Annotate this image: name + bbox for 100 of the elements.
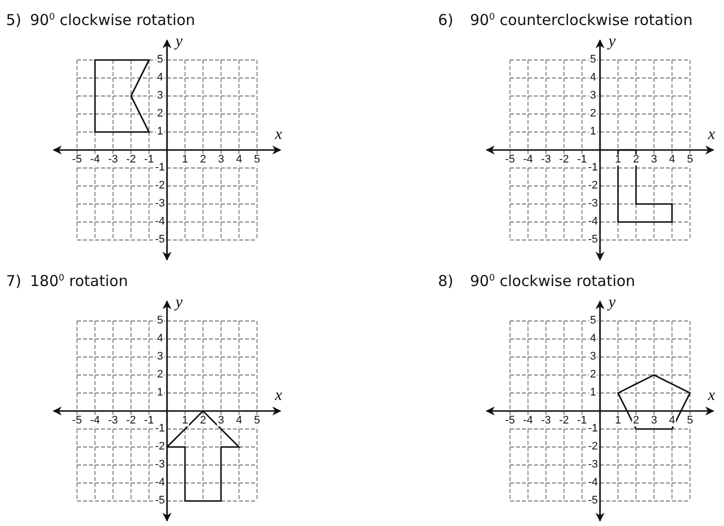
tick-label: 1 [156,388,164,398]
tick-label: -1 [576,416,588,426]
problem-number: 8) [438,274,454,289]
tick-label: -4 [154,216,166,228]
tick-label: 5 [156,54,164,66]
tick-label: 2 [156,108,164,120]
polygon-shape [94,59,150,133]
tick-label: -3 [540,416,552,426]
tick-label: 5 [252,416,262,426]
tick-label: -1 [143,416,155,426]
tick-label: -4 [587,478,599,488]
tick-label: -4 [522,154,534,166]
tick-label: 5 [156,316,164,326]
tick-label: -3 [107,416,119,426]
tick-label: -4 [587,216,599,228]
tick-label: 2 [156,370,164,380]
tick-label: -1 [576,154,588,166]
axis-label: x [275,127,282,143]
tick-label: -2 [587,442,599,452]
axis-label: x [708,388,716,404]
tick-label: -5 [71,416,83,426]
tick-label: -5 [504,154,516,166]
tick-label: -5 [154,234,166,246]
tick-label: 5 [252,154,262,166]
tick-label: -3 [154,460,166,470]
polygon-shape [165,410,241,502]
tick-label: 4 [588,72,598,84]
axis-label: x [275,388,282,404]
tick-label: -3 [587,198,599,210]
tick-label: -2 [558,154,570,166]
tick-label: 3 [588,90,598,102]
problem-number: 7) [6,274,22,289]
tick-label: -5 [71,154,83,166]
axis-label: y [608,295,616,311]
tick-label: 3 [216,416,226,426]
tick-label: 1 [156,126,164,138]
tick-label: -5 [504,416,516,426]
tick-label: -1 [154,424,166,434]
tick-label: 4 [668,416,676,426]
tick-label: -2 [558,416,570,426]
tick-label: -2 [154,442,166,452]
tick-label: 2 [632,154,640,166]
tick-label: 1 [180,416,190,426]
tick-label: 1 [614,154,622,166]
tick-label: -2 [125,154,137,166]
axis-label: y [175,295,183,311]
tick-label: -3 [107,154,119,166]
tick-label: 1 [180,154,190,166]
tick-label: 3 [156,90,164,102]
problem-title: 90$^{0}$ counterclockwise rotation [470,13,693,28]
tick-label: -1 [587,162,599,174]
tick-label: 1 [614,416,622,426]
tick-label: 2 [588,370,598,380]
problem-title: 180$^{0}$ rotation [30,274,128,289]
tick-label: 5 [588,316,598,326]
tick-label: 3 [216,154,226,166]
axis-label: y [175,34,183,50]
tick-label: 3 [156,352,164,362]
problem-title: 90$^{0}$ clockwise rotation [470,274,636,289]
tick-label: -5 [154,496,166,506]
tick-label: 4 [668,154,676,166]
tick-label: -2 [587,180,599,192]
axis-label: y [608,34,616,50]
problem-title: 90$^{0}$ clockwise rotation [30,13,196,28]
tick-label: 4 [156,72,164,84]
tick-label: 4 [588,334,598,344]
tick-label: 4 [234,416,244,426]
tick-label: 3 [588,352,598,362]
problem-number: 6) [438,13,454,28]
tick-label: -3 [154,198,166,210]
polygon-shape [617,374,691,430]
tick-label: 2 [198,154,208,166]
tick-label: -5 [587,234,599,246]
tick-label: 2 [588,108,598,120]
tick-label: 1 [588,126,598,138]
tick-label: -4 [89,154,101,166]
tick-label: 5 [686,416,694,426]
tick-label: -3 [540,154,552,166]
tick-label: -1 [587,424,599,434]
problem-number: 5) [6,13,22,28]
tick-label: 5 [686,154,694,166]
tick-label: -1 [154,162,166,174]
tick-label: -1 [143,154,155,166]
tick-label: 3 [650,416,658,426]
tick-label: 5 [588,54,598,66]
tick-label: 2 [198,416,208,426]
axis-label: x [708,127,716,143]
tick-label: -5 [587,496,599,506]
tick-label: 4 [234,154,244,166]
tick-label: 3 [650,154,658,166]
polygon-shape [617,149,673,223]
tick-label: -4 [89,416,101,426]
tick-label: -4 [154,478,166,488]
tick-label: -2 [125,416,137,426]
tick-label: 1 [588,388,598,398]
tick-label: -3 [587,460,599,470]
tick-label: 4 [156,334,164,344]
tick-label: 2 [632,416,640,426]
tick-label: -2 [154,180,166,192]
tick-label: -4 [522,416,534,426]
